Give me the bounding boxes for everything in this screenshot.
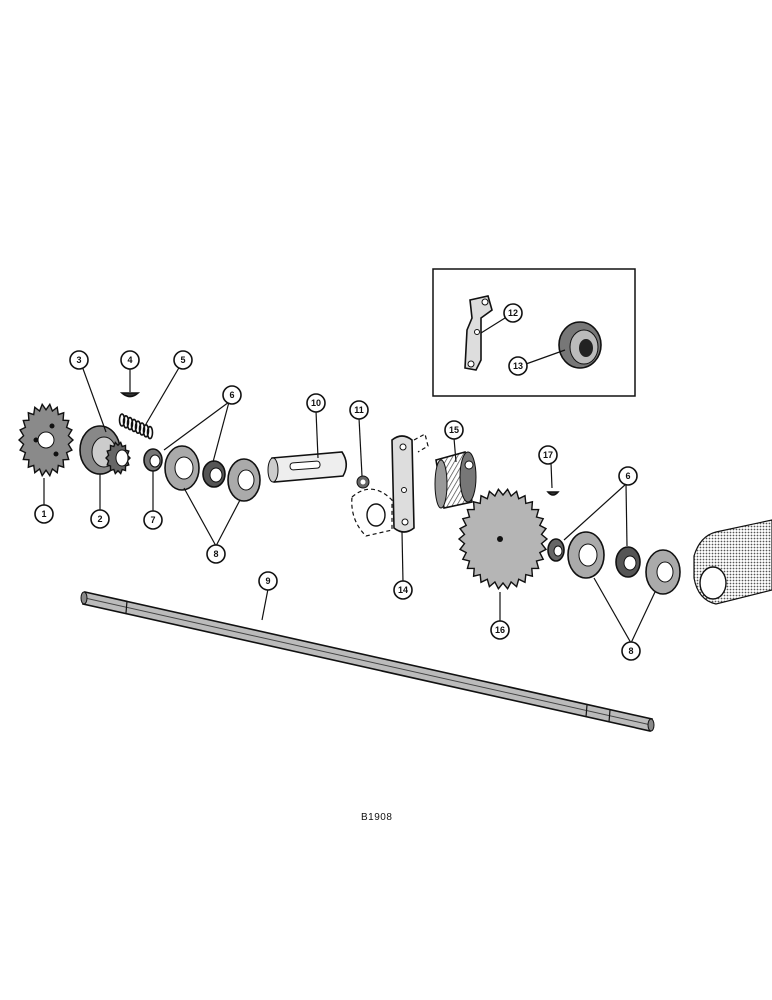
part-1-sprocket (17, 402, 75, 478)
svg-text:8: 8 (213, 549, 218, 559)
svg-text:8: 8 (628, 646, 633, 656)
svg-text:15: 15 (449, 425, 459, 435)
part-17-key (546, 491, 560, 496)
part-15-roller (434, 450, 477, 509)
part-2-hub (79, 425, 131, 475)
part-8-flange-left-b (227, 458, 261, 502)
callout-17: 17 (538, 445, 558, 465)
housing-wall (693, 519, 772, 605)
part-4-key (119, 392, 141, 398)
svg-text:6: 6 (625, 471, 630, 481)
part-13-pulley (558, 321, 602, 369)
part-6-bearing-right (615, 546, 641, 578)
callout-2: 2 (90, 509, 110, 529)
leader-lines (43, 317, 656, 644)
callout-8-right: 8 (621, 641, 641, 661)
callout-1: 1 (34, 504, 54, 524)
svg-text:5: 5 (180, 355, 185, 365)
svg-text:4: 4 (127, 355, 132, 365)
part-8-flange-left-a (164, 445, 200, 491)
svg-text:9: 9 (265, 576, 270, 586)
svg-text:16: 16 (495, 625, 505, 635)
callout-15: 15 (444, 420, 464, 440)
callout-6-right: 6 (618, 466, 638, 486)
svg-text:2: 2 (97, 514, 102, 524)
part-6-bearing-left (202, 460, 226, 488)
svg-text:6: 6 (229, 390, 234, 400)
callout-13: 13 (508, 356, 528, 376)
part-16-large-sprocket (457, 488, 549, 590)
part-8-flange-right-a (567, 531, 605, 579)
callout-9: 9 (258, 571, 278, 591)
callout-10: 10 (306, 393, 326, 413)
figure-code: B1908 (361, 812, 392, 823)
part-6-bushing-right (547, 538, 565, 562)
svg-text:3: 3 (76, 355, 81, 365)
svg-text:7: 7 (150, 515, 155, 525)
svg-text:1: 1 (41, 509, 46, 519)
callout-14: 14 (393, 580, 413, 600)
part-11-nut (356, 475, 370, 489)
part-10-sleeve (267, 451, 348, 483)
callout-7: 7 (143, 510, 163, 530)
callout-4: 4 (120, 350, 140, 370)
callout-8-left: 8 (206, 544, 226, 564)
callout-3: 3 (69, 350, 89, 370)
inset-box (432, 268, 636, 397)
part-12-bracket (464, 295, 493, 371)
svg-text:14: 14 (398, 585, 408, 595)
part-14-arm (351, 433, 429, 537)
part-5-spring (118, 413, 154, 440)
callout-5: 5 (173, 350, 193, 370)
part-7-bushing (143, 448, 163, 472)
callout-6-left: 6 (222, 385, 242, 405)
svg-text:13: 13 (513, 361, 523, 371)
svg-text:12: 12 (508, 308, 518, 318)
svg-text:11: 11 (354, 405, 364, 415)
svg-text:17: 17 (543, 450, 553, 460)
callout-11: 11 (349, 400, 369, 420)
callout-16: 16 (490, 620, 510, 640)
callout-12: 12 (503, 303, 523, 323)
svg-text:10: 10 (311, 398, 321, 408)
part-9-shaft (80, 591, 655, 732)
part-8-flange-right-b (645, 549, 681, 595)
